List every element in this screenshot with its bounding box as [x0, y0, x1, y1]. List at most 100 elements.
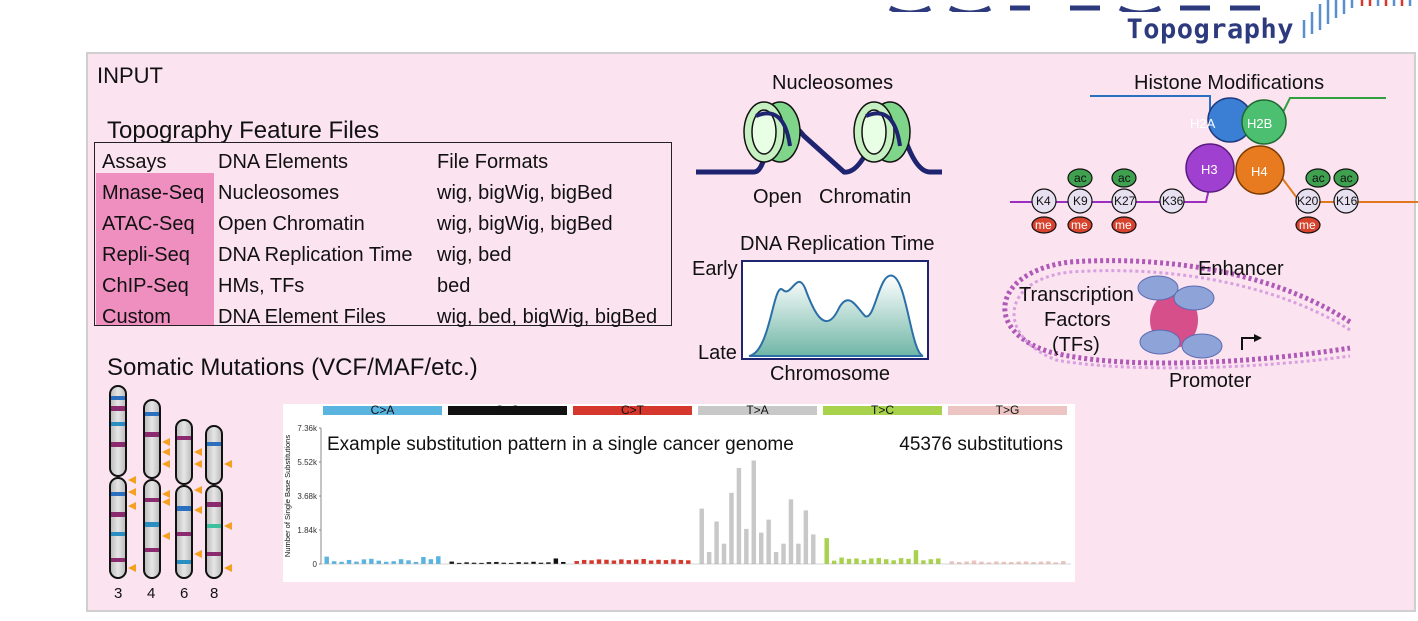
chromosome-label: 3: [114, 585, 123, 602]
acetylation-label: ac: [1312, 171, 1325, 185]
bar: [898, 558, 904, 564]
column-header: Assays: [102, 151, 167, 173]
bar: [906, 558, 911, 564]
bar: [729, 492, 734, 564]
bar: [913, 550, 919, 564]
bar: [436, 556, 441, 564]
bar: [869, 558, 874, 564]
bar: [531, 561, 536, 564]
table-cell-assay: Mnase-Seq: [102, 182, 205, 204]
bar: [611, 560, 617, 564]
nucleosome-label-right: Chromatin: [819, 186, 912, 208]
bar: [561, 561, 566, 564]
category-strip: [448, 406, 567, 415]
bar: [686, 560, 691, 564]
bar: [331, 561, 337, 564]
table-cell-assay: Repli-Seq: [102, 244, 190, 266]
category-strip: [823, 406, 942, 415]
bar: [464, 562, 469, 564]
column-header: DNA Elements: [218, 151, 349, 173]
methylation-label: me: [1299, 218, 1316, 232]
bar: [449, 561, 454, 564]
replication-early-label: Early: [692, 258, 738, 280]
feature-files-title: Topography Feature Files: [107, 117, 380, 144]
bar: [714, 521, 719, 564]
feature-files-table: Assays DNA Elements File Formats Mnase-S…: [94, 142, 672, 328]
logo-barcode-icon: [1302, 0, 1412, 38]
bar: [846, 558, 852, 564]
tf-label-line1: Transcription: [1019, 284, 1134, 306]
table-cell-assay: Custom: [102, 306, 171, 328]
chromosome-label: 8: [210, 585, 219, 602]
bar: [391, 561, 396, 564]
bar: [428, 559, 434, 564]
assay-highlight: [96, 173, 214, 325]
bar: [671, 559, 676, 564]
table-cell-element: DNA Element Files: [218, 306, 386, 328]
bar: [766, 519, 771, 564]
acetylation-label: ac: [1118, 171, 1131, 185]
bar: [744, 528, 749, 564]
category-label: T>C: [871, 404, 894, 417]
bar: [413, 561, 419, 564]
enhancer-label: Enhancer: [1198, 258, 1284, 280]
histone-octamer-icon: [1010, 95, 1418, 203]
category-label: C>G: [495, 404, 520, 417]
bar: [546, 562, 551, 564]
bar: [758, 532, 764, 564]
bar: [1031, 561, 1036, 564]
bar: [633, 559, 639, 564]
bar: [831, 560, 837, 564]
methylation-label: me: [1115, 218, 1132, 232]
y-tick-label: 7.36k: [297, 424, 318, 433]
residue-label: K27: [1114, 194, 1136, 208]
bar: [479, 562, 484, 564]
histone-title: Histone Modifications: [1134, 72, 1325, 94]
replication-late-label: Late: [698, 342, 737, 364]
bar: [971, 560, 977, 564]
chart-title: Example substitution pattern in a single…: [327, 434, 794, 455]
bar: [956, 561, 962, 564]
bar: [516, 562, 521, 564]
methylation-label: me: [1035, 218, 1052, 232]
bar: [699, 508, 704, 564]
residue-label: K16: [1336, 194, 1358, 208]
chromosome-label: 4: [147, 585, 156, 602]
table-cell-format: bed: [437, 275, 471, 297]
bar: [811, 534, 816, 564]
bar: [1046, 561, 1051, 564]
table-cell-element: Nucleosomes: [218, 182, 340, 204]
table-cell-assay: ChIP-Seq: [102, 275, 189, 297]
bar: [553, 558, 559, 564]
table-cell-assay: ATAC-Seq: [102, 213, 195, 235]
bar: [619, 559, 624, 564]
bar: [824, 538, 829, 564]
histone-core-label: H2A: [1190, 116, 1216, 131]
bar: [1053, 562, 1059, 564]
column-header: File Formats: [437, 151, 549, 173]
bar: [1001, 561, 1007, 564]
category-label: C>A: [371, 404, 395, 417]
bar: [861, 559, 867, 564]
category-label: T>G: [996, 404, 1020, 417]
bar: [1016, 561, 1021, 564]
bar: [604, 559, 609, 564]
bar: [928, 559, 934, 564]
logo-wordmark: Topography: [1126, 14, 1294, 45]
bar: [574, 561, 579, 564]
category-strip: [698, 406, 817, 415]
histone-core-label: H2B: [1247, 116, 1273, 131]
bar: [964, 561, 969, 564]
bar: [648, 560, 654, 564]
table-cell-element: Open Chromatin: [218, 213, 365, 235]
bar: [949, 561, 954, 564]
bar: [936, 558, 941, 564]
bar: [1008, 561, 1014, 564]
histone-tail-residues-icon: [1031, 168, 1359, 234]
replication-xlabel: Chromosome: [770, 363, 891, 385]
residue-label: K36: [1162, 194, 1184, 208]
bar: [398, 559, 404, 564]
somatic-title: Somatic Mutations (VCF/MAF/etc.): [107, 354, 478, 381]
bar: [736, 467, 742, 564]
